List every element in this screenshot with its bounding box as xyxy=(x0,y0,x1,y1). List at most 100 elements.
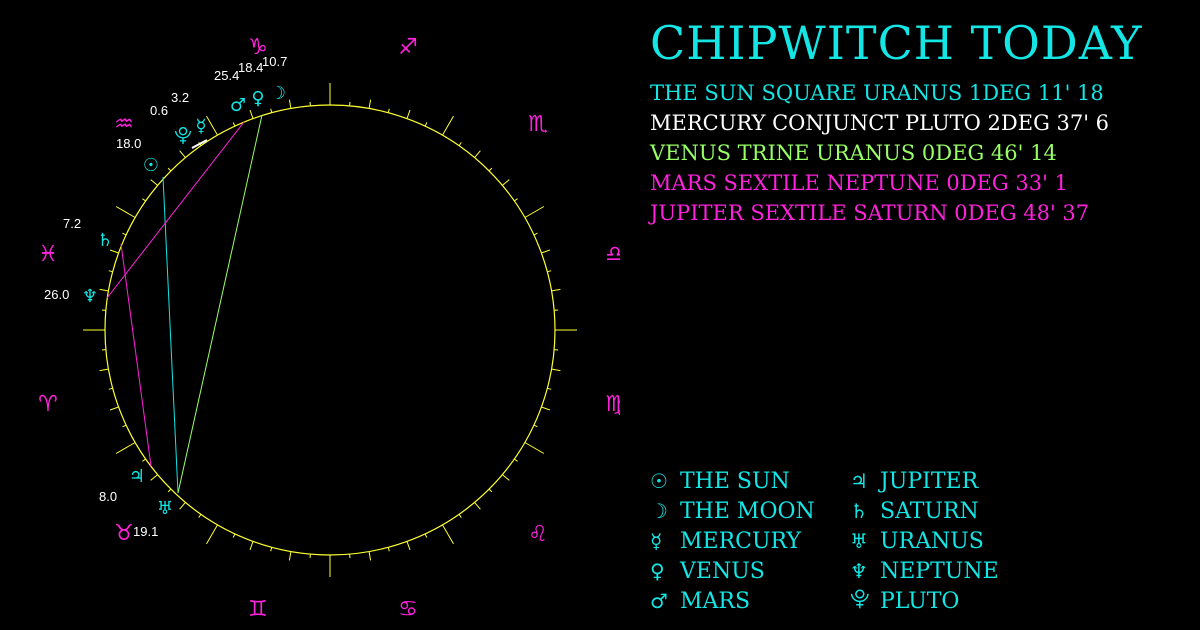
wheel-tick xyxy=(108,387,113,390)
venus-degree-label: 18.4 xyxy=(238,60,263,75)
wheel-tick xyxy=(249,109,254,119)
aspect-mercury-conjunct-pluto: MERCURY CONJUNCT PLUTO 2DEG 37' 6 xyxy=(650,111,1110,135)
moon-icon: ☽ xyxy=(650,499,668,523)
wheel-tick xyxy=(406,109,411,119)
saturn-degree-label: 7.2 xyxy=(63,216,81,231)
leo-icon: ♌ xyxy=(528,522,548,547)
legend-label: URANUS xyxy=(880,528,984,554)
wheel-tick xyxy=(288,99,292,109)
capricorn-icon: ♑ xyxy=(248,35,268,60)
wheel-tick xyxy=(150,179,158,186)
wheel-tick xyxy=(442,524,454,545)
wheel-tick xyxy=(514,198,518,202)
wheel-tick xyxy=(458,514,462,518)
wheel-tick xyxy=(109,406,119,411)
aspect-venus-trine-uranus: VENUS TRINE URANUS 0DEG 46' 14 xyxy=(650,141,1057,165)
mercury-icon: ☿ xyxy=(195,116,206,137)
moon-icon: ☽ xyxy=(270,83,286,104)
mars-icon: ♂ xyxy=(650,589,668,613)
legend-item-mercury: ☿ MERCURY xyxy=(650,526,815,556)
legend-label: NEPTUNE xyxy=(880,558,999,584)
aspect-line-mars-neptune xyxy=(106,121,245,299)
sun-icon: ☉ xyxy=(143,155,159,176)
wheel-tick xyxy=(115,206,136,218)
wheel-tick xyxy=(442,115,454,136)
legend-column-right: ♃ JUPITER ♄ SATURN ♅ URANUS ♆ NEPTUNE ⯓ … xyxy=(850,466,999,616)
wheel-tick xyxy=(109,249,119,254)
legend-label: PLUTO xyxy=(880,588,960,614)
legend-item-moon: ☽ THE MOON xyxy=(650,496,815,526)
wheel-tick xyxy=(142,458,146,462)
moon-degree-label: 10.7 xyxy=(262,54,287,69)
natal-chart-wheel: ♑ ♐ ♏ ♎ ♍ ♌ ♋ ♊ ♉ ♈ ♓ ♒ ☽ ♀ ♂ ☿ ⯓ ☉ ♄ ♆ … xyxy=(38,35,620,622)
wheel-tick xyxy=(206,115,218,136)
wheel-tick xyxy=(368,99,372,109)
uranus-icon: ♅ xyxy=(850,529,868,553)
legend-item-pluto: ⯓ PLUTO xyxy=(850,586,999,616)
wheel-tick xyxy=(179,150,186,158)
wheel-tick xyxy=(502,179,510,186)
wheel-tick xyxy=(368,551,372,561)
wheel-tick xyxy=(198,514,202,518)
wheel-tick xyxy=(406,541,411,551)
legend-column-left: ☉ THE SUN ☽ THE MOON ☿ MERCURY ♀ VENUS ♂… xyxy=(650,466,815,616)
wheel-tick xyxy=(179,502,186,510)
aquarius-icon: ♒ xyxy=(114,112,134,137)
aspect-line-mercury-pluto xyxy=(191,139,208,149)
saturn-icon: ♄ xyxy=(850,499,868,523)
wheel-tick xyxy=(232,122,236,127)
wheel-tick xyxy=(387,108,390,113)
gemini-icon: ♊ xyxy=(248,597,268,622)
uranus-degree-label: 19.1 xyxy=(133,524,158,539)
taurus-icon: ♉ xyxy=(114,521,134,546)
saturn-icon: ♄ xyxy=(97,230,113,251)
wheel-tick xyxy=(249,541,254,551)
wheel-tick xyxy=(270,108,273,113)
neptune-icon: ♆ xyxy=(850,559,868,583)
legend-item-sun: ☉ THE SUN xyxy=(650,466,815,496)
wheel-tick xyxy=(99,288,109,292)
page-title: CHIPWITCH TODAY xyxy=(650,16,1143,70)
sagittarius-icon: ♐ xyxy=(398,35,418,60)
aspect-list: THE SUN SQUARE URANUS 1DEG 11' 18 MERCUR… xyxy=(650,78,1109,228)
wheel-tick xyxy=(424,122,428,127)
wheel-tick xyxy=(474,150,481,158)
legend-label: JUPITER xyxy=(880,468,979,494)
neptune-icon: ♆ xyxy=(82,286,98,307)
wheel-tick xyxy=(167,167,172,172)
cancer-icon: ♋ xyxy=(398,597,418,622)
wheel-circle xyxy=(104,104,556,556)
wheel-tick xyxy=(524,442,545,454)
wheel-tick xyxy=(541,249,551,254)
virgo-icon: ♍ xyxy=(605,392,620,417)
wheel-tick xyxy=(206,524,218,545)
legend-item-jupiter: ♃ JUPITER xyxy=(850,466,999,496)
wheel-tick xyxy=(387,547,390,552)
venus-icon: ♀ xyxy=(650,559,665,583)
aspect-mars-sextile-neptune: MARS SEXTILE NEPTUNE 0DEG 33' 1 xyxy=(650,171,1068,195)
wheel-tick xyxy=(167,488,172,493)
aspect-jupiter-sextile-saturn: JUPITER SEXTILE SATURN 0DEG 48' 37 xyxy=(650,201,1090,225)
wheel-tick xyxy=(122,424,127,428)
wheel-tick xyxy=(541,406,551,411)
wheel-tick xyxy=(502,474,510,481)
jupiter-icon: ♃ xyxy=(850,469,868,493)
legend-label: MARS xyxy=(680,588,751,614)
wheel-tick xyxy=(533,424,538,428)
mars-icon: ♂ xyxy=(230,95,246,116)
pluto-degree-label: 0.6 xyxy=(150,103,168,118)
wheel-tick xyxy=(547,270,552,273)
wheel-ticks xyxy=(83,83,577,577)
legend-item-uranus: ♅ URANUS xyxy=(850,526,999,556)
pluto-icon: ⯓ xyxy=(850,586,870,610)
wheel-tick xyxy=(551,368,561,372)
wheel-tick xyxy=(288,551,292,561)
legend-item-venus: ♀ VENUS xyxy=(650,556,815,586)
wheel-tick xyxy=(488,488,493,493)
mars-degree-label: 25.4 xyxy=(214,68,239,83)
wheel-tick xyxy=(514,458,518,462)
venus-icon: ♀ xyxy=(251,88,264,109)
legend-label: VENUS xyxy=(680,558,765,584)
wheel-tick xyxy=(150,474,158,481)
pluto-icon: ⯓ xyxy=(174,125,192,146)
